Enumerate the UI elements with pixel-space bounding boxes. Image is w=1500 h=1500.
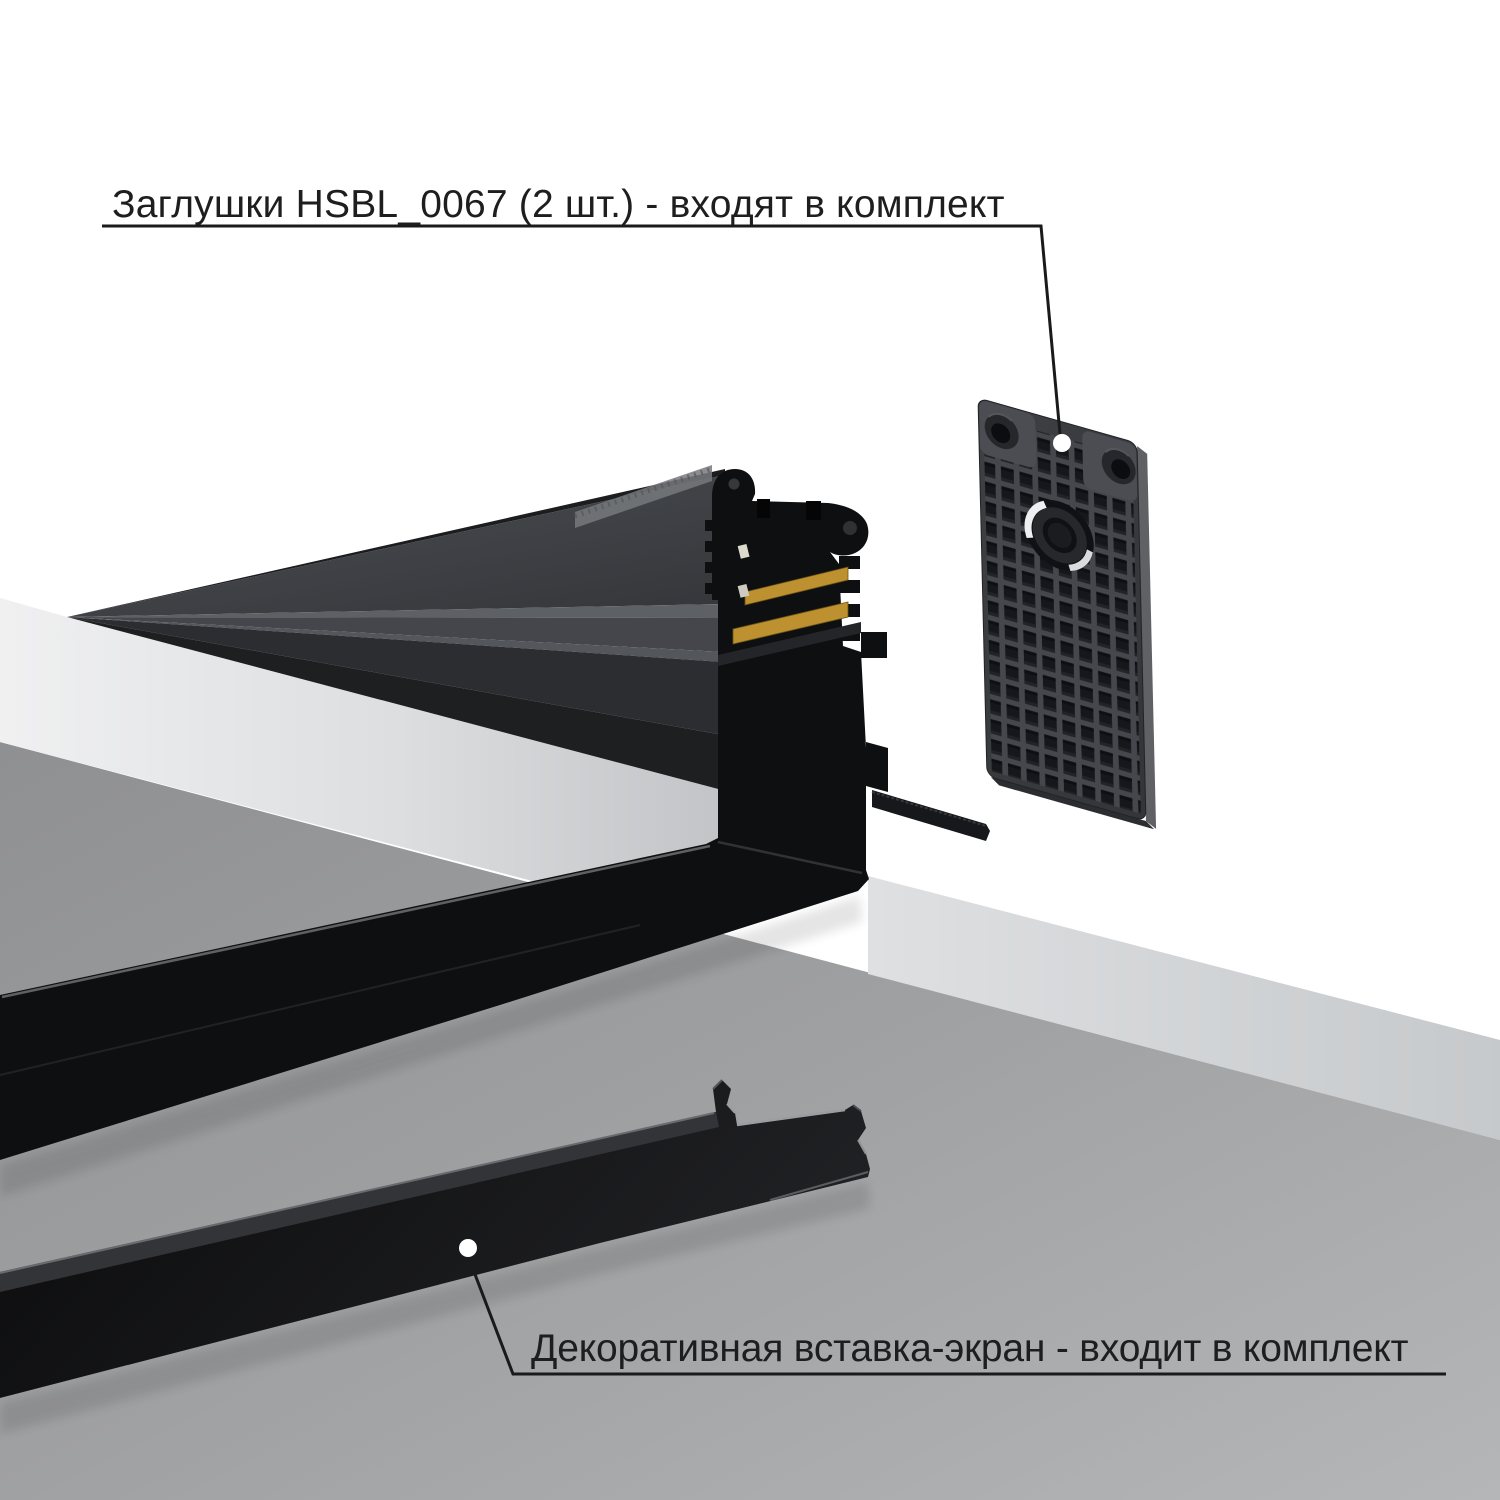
end-cap-side-face bbox=[1137, 445, 1157, 829]
leader-line-bottom bbox=[466, 1255, 1446, 1376]
panel-cut-edge-left bbox=[0, 598, 722, 883]
bead-hole bbox=[728, 478, 740, 490]
insert-silhouette bbox=[0, 1080, 870, 1398]
insert-rim-highlight bbox=[0, 1112, 715, 1274]
mount-tab bbox=[861, 632, 887, 658]
target-dot-insert bbox=[459, 1239, 477, 1257]
fin-tooth bbox=[705, 562, 719, 573]
lip-edge-highlight bbox=[1, 844, 711, 999]
end-cap-bottom-face bbox=[990, 777, 1155, 830]
insulator-white bbox=[737, 543, 750, 559]
mouth-notch bbox=[757, 499, 770, 518]
insert-cut-edge bbox=[857, 1139, 867, 1155]
insulator-white bbox=[737, 583, 750, 598]
far-flange-strip bbox=[575, 465, 712, 528]
mouth-notch bbox=[806, 501, 821, 520]
panel-cut-edge-right bbox=[868, 876, 1500, 1140]
insert-barb-highlight bbox=[712, 1079, 723, 1090]
target-dot-end-cap bbox=[1053, 434, 1071, 452]
lip-streak bbox=[0, 924, 641, 1076]
fin-tooth bbox=[839, 580, 860, 593]
screw-hole bbox=[983, 412, 1020, 451]
insert-rim-band bbox=[0, 1112, 719, 1292]
lip-step-line bbox=[717, 840, 863, 875]
fin-tooth bbox=[705, 520, 719, 531]
insert-barb-highlight bbox=[852, 1104, 862, 1112]
end-cap bbox=[977, 399, 1157, 830]
end-cap-grid bbox=[983, 415, 1141, 814]
shadows bbox=[0, 896, 870, 1434]
track-channel-interior bbox=[67, 465, 725, 790]
insert-cut-edge bbox=[736, 1108, 846, 1127]
label-decorative-insert: Декоративная вставка-экран - входит в ко… bbox=[531, 1327, 1409, 1370]
mount-tab bbox=[866, 742, 888, 792]
busbar-gold bbox=[744, 566, 849, 606]
insert-cut-edge bbox=[769, 1171, 869, 1201]
leader-line-top bbox=[102, 224, 1062, 435]
label-end-caps: Заглушки HSBL_0067 (2 шт.) - входят в ко… bbox=[112, 183, 1005, 226]
ear-hole bbox=[843, 521, 857, 535]
fin-tooth bbox=[705, 541, 719, 552]
fin-tooth bbox=[705, 583, 719, 594]
center-ring-hole bbox=[1024, 500, 1094, 572]
insert-cut-edge bbox=[726, 1103, 736, 1114]
section-step bbox=[718, 622, 861, 666]
busbar-gold bbox=[732, 601, 849, 645]
annotation-lines bbox=[102, 224, 1446, 1376]
trim-flange bbox=[872, 790, 990, 841]
decorative-insert bbox=[0, 1079, 870, 1398]
track-cross-section bbox=[0, 469, 990, 1160]
fin-tooth bbox=[839, 556, 860, 569]
track-profile-silhouette bbox=[0, 469, 869, 1160]
